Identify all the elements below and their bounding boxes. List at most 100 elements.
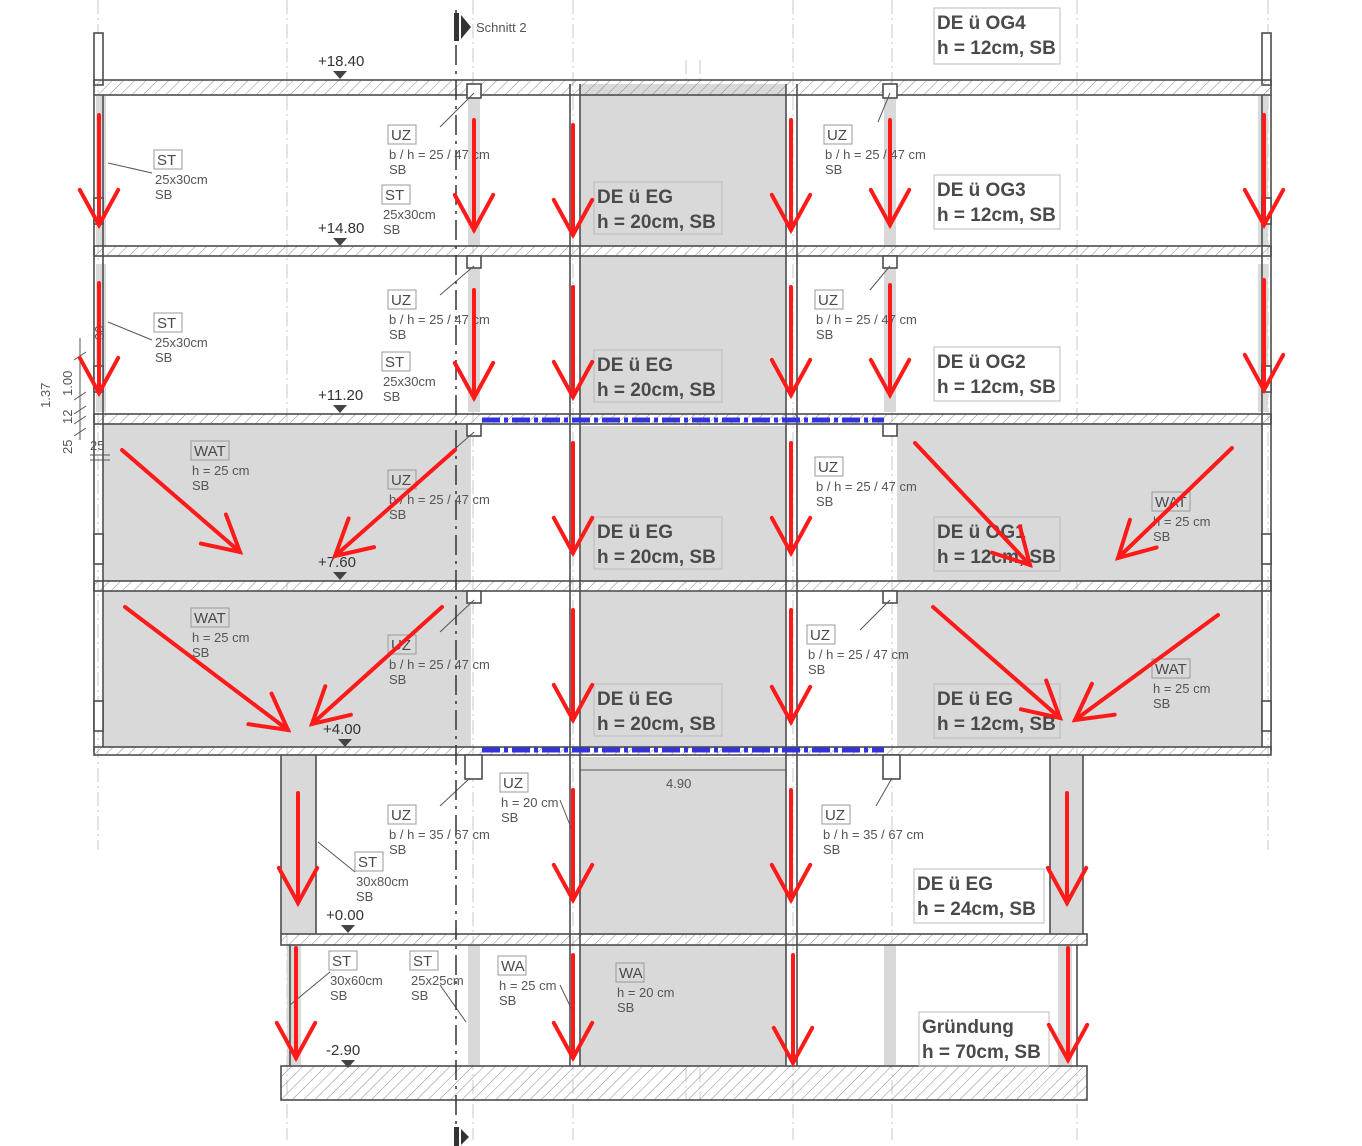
load-arrow [931, 605, 1064, 721]
element-tag: UZ [391, 127, 411, 144]
element-dimension: 30x60cm [330, 973, 383, 988]
element-tag-box [387, 289, 417, 310]
slab-label-title: DE ü EG [597, 689, 673, 710]
load-arrow [77, 113, 121, 230]
element-tag: UZ [827, 127, 847, 144]
dim-12: 12 [60, 410, 75, 424]
element-tag: WA [501, 958, 525, 975]
slab-label-thickness: h = 20cm, SB [597, 714, 716, 735]
load-arrow [276, 791, 320, 908]
element-material: SB [330, 988, 347, 1003]
dim-25-b: 25 [90, 438, 104, 453]
leader-lines [107, 92, 893, 1023]
slab-label-title: DE ü OG3 [937, 180, 1026, 201]
level-triangle-icon [338, 739, 352, 747]
element-tag-box [387, 634, 417, 655]
element-material: SB [383, 222, 400, 237]
element-material: SB [389, 842, 406, 857]
slab-label-title: DE ü EG [597, 522, 673, 543]
level-marker: +14.80 [318, 220, 364, 237]
load-arrow [274, 946, 318, 1063]
load-arrow [769, 788, 813, 905]
level-triangle-icon [333, 572, 347, 580]
element-tag: UZ [818, 459, 838, 476]
element-tag: ST [385, 354, 404, 371]
load-arrow [769, 285, 813, 400]
load-arrow [771, 953, 815, 1068]
slab-label-box [933, 346, 1061, 402]
level-markers: +18.40+14.80+11.20+7.60+4.00+0.00-2.90 [318, 53, 364, 1068]
element-tag: ST [413, 953, 432, 970]
slab-label-thickness: h = 20cm, SB [597, 547, 716, 568]
load-arrow [868, 283, 912, 400]
span-dimension: 4.90 [666, 776, 691, 791]
element-material: SB [617, 1000, 634, 1015]
load-arrow [123, 605, 292, 733]
element-dimension: h = 25 cm [192, 463, 249, 478]
element-dimension: h = 25 cm [1153, 681, 1210, 696]
load-arrow [1045, 791, 1089, 908]
element-dimension: h = 20 cm [501, 795, 558, 810]
load-arrow [551, 608, 595, 725]
element-material: SB [816, 327, 833, 342]
load-arrow [331, 448, 457, 559]
element-material: SB [411, 988, 428, 1003]
element-dimension: b / h = 25 / 47 cm [816, 479, 917, 494]
element-material: SB [816, 494, 833, 509]
level-marker: -2.90 [326, 1042, 360, 1059]
level-triangle-icon [341, 925, 355, 933]
slab-label-title: DE ü OG4 [937, 13, 1026, 34]
element-tag-box [387, 124, 417, 145]
element-tag-box [354, 851, 384, 872]
slab-label-box [593, 181, 723, 235]
element-material: SB [823, 842, 840, 857]
element-dimension: b / h = 35 / 67 cm [823, 827, 924, 842]
element-material: SB [808, 662, 825, 677]
slab-label-title: DE ü EG [937, 689, 1013, 710]
load-arrow [551, 441, 595, 558]
element-dimension: 25x30cm [155, 172, 208, 187]
load-arrow [769, 118, 813, 235]
element-tag-box [190, 440, 230, 461]
slab-label-box [933, 683, 1061, 739]
slab-label-box [593, 683, 723, 737]
element-tag-box [328, 950, 358, 971]
element-material: SB [383, 389, 400, 404]
level-triangle-icon [333, 405, 347, 413]
element-tag-box [497, 955, 527, 976]
element-material: SB [356, 889, 373, 904]
level-triangle-icon [333, 71, 347, 79]
element-dimension: b / h = 35 / 67 cm [389, 827, 490, 842]
level-marker: +0.00 [326, 907, 364, 924]
slab-label-title: DE ü EG [597, 187, 673, 208]
slab-label-title: DE ü EG [597, 355, 673, 376]
load-arrow [1071, 613, 1220, 723]
element-material: SB [389, 162, 406, 177]
element-tag-box [381, 184, 411, 205]
dim-1-00: 1.00 [60, 371, 75, 396]
element-dimension: b / h = 25 / 47 cm [808, 647, 909, 662]
element-dimension: h = 25 cm [192, 630, 249, 645]
element-tag: UZ [825, 807, 845, 824]
element-material: SB [825, 162, 842, 177]
element-dimension: 25x30cm [383, 374, 436, 389]
load-arrow [452, 118, 496, 235]
element-material: SB [1153, 529, 1170, 544]
slab-label-box [593, 349, 723, 403]
load-arrow [77, 281, 121, 398]
slab-label-title: DE ü OG1 [937, 522, 1026, 543]
element-tag: UZ [503, 775, 523, 792]
element-tag: UZ [818, 292, 838, 309]
element-tag-box [814, 289, 844, 310]
slab-label-title: Gründung [922, 1017, 1014, 1038]
slab-label-box [933, 174, 1061, 230]
element-tag-box [1151, 658, 1191, 679]
element-dimension: 25x30cm [383, 207, 436, 222]
dim-1-37: 1.37 [38, 383, 53, 408]
load-arrow [1242, 113, 1286, 230]
element-dimension: 25x30cm [155, 335, 208, 350]
load-arrows [77, 113, 1286, 1068]
element-tag: ST [332, 953, 351, 970]
highlighted-beams [482, 417, 884, 753]
